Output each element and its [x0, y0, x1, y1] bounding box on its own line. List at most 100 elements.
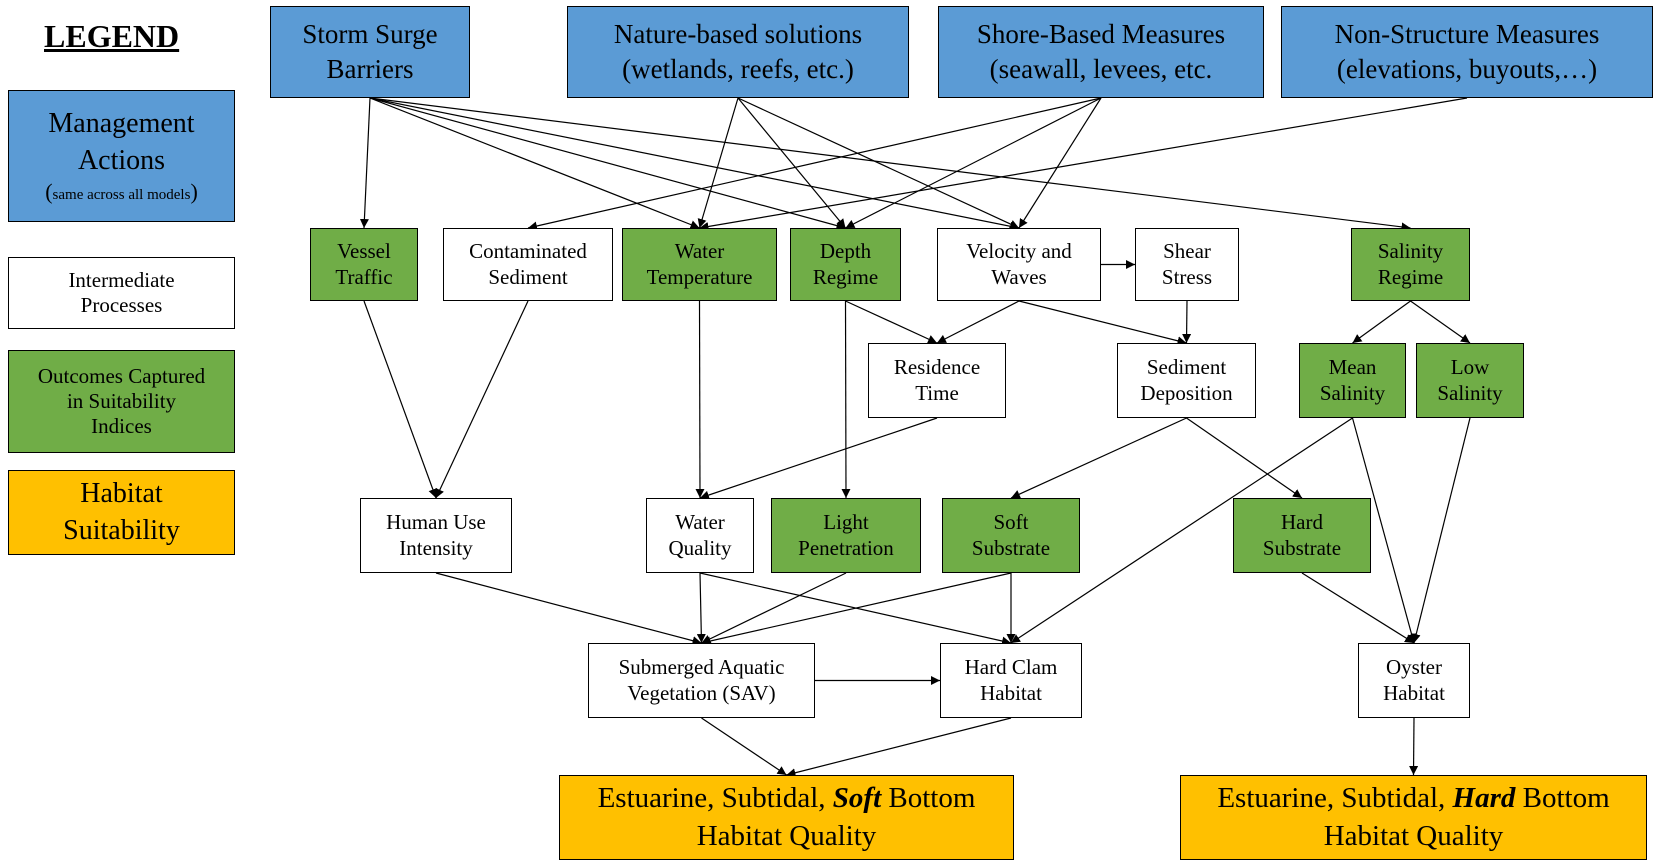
node-label-line: Storm Surge: [302, 18, 438, 49]
node-label-line: Hard: [1281, 510, 1323, 535]
edge-non-structure-to-water-temperature: [699, 97, 1468, 231]
node-depth-regime: Depth Regime: [790, 228, 901, 301]
node-label-line: Hard Clam: [964, 655, 1058, 680]
node-label-line: Time: [915, 380, 959, 405]
habitat-hard-pre: Estuarine, Subtidal,: [1217, 781, 1453, 814]
habitat-hard-bottom-quality: Estuarine, Subtidal, Hard Bottom Habitat…: [1180, 775, 1647, 860]
habitat-soft-line2: Habitat Quality: [696, 819, 877, 852]
edge-shore-based-to-depth-regime: [845, 97, 1102, 229]
habitat-hard-line1: Estuarine, Subtidal, Hard Bottom: [1217, 780, 1609, 818]
edge-low-salinity-to-oyster: [1411, 417, 1471, 644]
node-label-line: Stress: [1161, 264, 1213, 289]
legend-intermediate-processes: Intermediate Processes: [8, 257, 235, 329]
edge-nature-based-to-water-temperature: [697, 97, 739, 229]
edge-water-temperature-to-water-quality: [695, 300, 705, 499]
node-label-line: Oyster: [1386, 655, 1442, 680]
node-label-line: Shear: [1163, 239, 1211, 264]
node-label-line: Water: [674, 239, 725, 264]
habitat-hard-emphasis: Hard: [1452, 781, 1516, 814]
legend-intermediate-line2: Processes: [80, 293, 163, 317]
node-label-line: Habitat: [980, 680, 1042, 705]
edge-velocity-waves-to-residence-time: [936, 300, 1020, 344]
node-mean-salinity: Mean Salinity: [1299, 343, 1406, 418]
edge-storm-surge-to-velocity-waves: [369, 97, 1020, 231]
node-label-line: Soft: [993, 510, 1029, 535]
node-label-line: (elevations, buyouts,…): [1336, 54, 1598, 84]
legend-paren-open: (: [45, 179, 53, 205]
legend-management-line1: Management: [48, 108, 195, 140]
node-label-line: Sediment: [1146, 355, 1227, 380]
legend-management-actions: Management Actions (same across all mode…: [8, 90, 235, 222]
edge-storm-surge-to-depth-regime: [369, 97, 846, 230]
node-label-line: Quality: [668, 535, 732, 560]
node-velocity-and-waves: Velocity and Waves: [937, 228, 1101, 301]
node-label-line: Human Use: [386, 510, 486, 535]
node-water-quality: Water Quality: [646, 498, 754, 573]
node-label-line: Low: [1450, 355, 1490, 380]
legend-outcomes: Outcomes Captured in Suitability Indices: [8, 350, 235, 453]
edge-hard-substrate-to-oyster: [1301, 572, 1415, 644]
node-nature-based-solutions: Nature-based solutions (wetlands, reefs,…: [567, 6, 909, 98]
node-oyster-habitat: Oyster Habitat: [1358, 643, 1470, 718]
node-label-line: Vegetation (SAV): [627, 680, 776, 705]
node-label-line: Salinity: [1437, 380, 1503, 405]
node-label-line: Depth: [819, 239, 872, 264]
edge-shore-based-to-velocity-waves: [1018, 97, 1102, 229]
edge-velocity-waves-to-sediment-deposition: [1018, 300, 1187, 346]
node-label-line: Penetration: [798, 535, 894, 560]
legend-outcomes-line3: Indices: [91, 414, 152, 439]
edge-salinity-regime-to-mean-salinity: [1352, 300, 1411, 344]
node-label-line: Regime: [1377, 264, 1444, 289]
node-soft-substrate: Soft Substrate: [942, 498, 1080, 573]
node-label-line: Vessel: [337, 239, 391, 264]
node-label-line: Habitat: [1383, 680, 1445, 705]
node-label-line: Velocity and: [966, 239, 1072, 264]
node-label-line: Substrate: [1262, 535, 1342, 560]
legend-management-note: same across all models: [52, 187, 191, 204]
node-label-line: Mean: [1328, 355, 1377, 380]
edge-nature-based-to-velocity-waves: [737, 97, 1020, 229]
edge-storm-surge-to-water-temperature: [369, 97, 700, 229]
node-label-line: Salinity: [1319, 380, 1386, 405]
node-non-structure-measures: Non-Structure Measures (elevations, buyo…: [1281, 6, 1653, 98]
node-vessel-traffic: Vessel Traffic: [310, 228, 418, 301]
edge-storm-surge-to-salinity-regime: [369, 97, 1411, 232]
node-hard-clam-habitat: Hard Clam Habitat: [940, 643, 1082, 718]
node-label-line: Sediment: [488, 264, 568, 289]
node-sediment-deposition: Sediment Deposition: [1117, 343, 1256, 418]
node-label-line: Non-Structure Measures: [1334, 18, 1600, 49]
habitat-soft-line1: Estuarine, Subtidal, Soft Bottom: [598, 780, 976, 818]
node-shear-stress: Shear Stress: [1135, 228, 1239, 301]
legend-management-line2: Actions: [77, 144, 166, 176]
legend-management-note-row: (same across all models): [45, 179, 198, 205]
node-label-line: Barriers: [326, 54, 414, 84]
node-label-line: Substrate: [971, 535, 1051, 560]
node-label-line: Deposition: [1140, 380, 1233, 405]
node-label-line: Temperature: [646, 264, 753, 289]
edge-residence-time-to-water-quality: [699, 417, 938, 500]
habitat-soft-bottom-quality: Estuarine, Subtidal, Soft Bottom Habitat…: [559, 775, 1014, 860]
node-label-line: (seawall, levees, etc.: [989, 54, 1213, 84]
legend-outcomes-line2: in Suitability: [66, 388, 177, 413]
node-label-line: Contaminated: [469, 239, 587, 264]
habitat-soft-post: Bottom: [881, 781, 976, 814]
edge-sediment-deposition-to-hard-substrate: [1186, 417, 1303, 499]
node-low-salinity: Low Salinity: [1416, 343, 1524, 418]
legend-habitat-line2: Suitability: [63, 514, 180, 546]
edge-depth-regime-to-residence-time: [845, 300, 938, 344]
node-label-line: Traffic: [335, 264, 393, 289]
edge-shear-stress-to-sediment-deposition: [1182, 300, 1192, 344]
node-label-line: Regime: [812, 264, 879, 289]
edge-shore-based-to-contaminated-sediment: [527, 97, 1102, 231]
node-residence-time: Residence Time: [868, 343, 1006, 418]
habitat-hard-line2: Habitat Quality: [1323, 819, 1504, 852]
node-label-line: Light: [823, 510, 869, 535]
edge-water-quality-to-hard-clam: [699, 572, 1012, 646]
node-hard-substrate: Hard Substrate: [1233, 498, 1371, 573]
node-label-line: Shore-Based Measures: [976, 18, 1226, 49]
habitat-soft-pre: Estuarine, Subtidal,: [597, 781, 833, 814]
node-label-line: (wetlands, reefs, etc.): [622, 54, 854, 84]
edge-light-penetration-to-sav: [701, 572, 847, 644]
edge-water-quality-to-sav: [696, 572, 706, 644]
